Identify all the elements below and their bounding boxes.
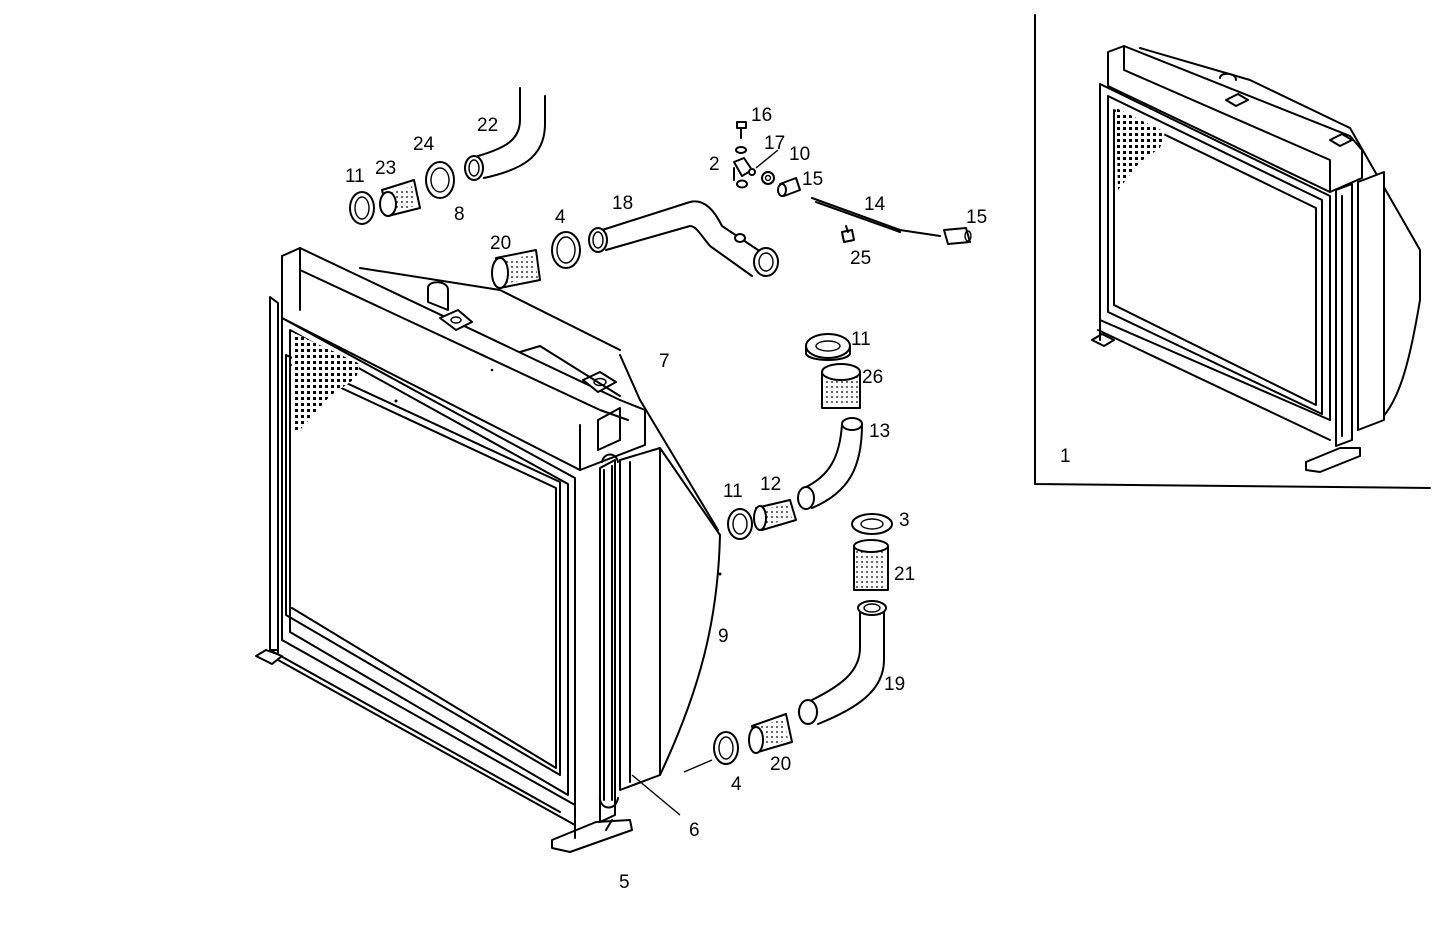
- part-label-18: 18: [612, 193, 633, 214]
- sensor-fitting-parts: [733, 121, 972, 245]
- part-label-20-bottom: 20: [770, 754, 791, 775]
- part-label-15-right: 15: [966, 207, 987, 228]
- inset-complete-radiator: [1034, 14, 1431, 489]
- part-label-21: 21: [894, 564, 915, 585]
- upper-hose-parts: [349, 87, 546, 225]
- part-label-6: 6: [689, 820, 700, 841]
- part-label-5: 5: [619, 872, 630, 893]
- part-label-8: 8: [454, 204, 465, 225]
- part-labels: 1 2 3 4 4 5 6 7 8 9 10 11 11 11 12 13 14…: [345, 105, 1071, 893]
- middle-hose-parts: [727, 333, 863, 540]
- part-label-4-top: 4: [555, 207, 566, 228]
- part-label-26: 26: [862, 367, 883, 388]
- part-label-19: 19: [884, 674, 905, 695]
- part-label-25: 25: [850, 248, 871, 269]
- part-label-14: 14: [864, 194, 886, 215]
- part-label-2: 2: [709, 154, 720, 175]
- part-label-11-low: 11: [723, 481, 743, 502]
- part-label-22: 22: [477, 115, 498, 136]
- part-label-3: 3: [899, 510, 910, 531]
- lower-hose-parts: [713, 513, 893, 765]
- part-label-10: 10: [789, 144, 810, 165]
- part-label-17: 17: [764, 133, 785, 154]
- part-label-24: 24: [413, 134, 435, 155]
- part-label-11-top: 11: [345, 166, 365, 187]
- part-label-15-left: 15: [802, 169, 823, 190]
- part-label-1: 1: [1060, 446, 1071, 467]
- radiator-main: [255, 247, 722, 853]
- part-label-11-mid: 11: [851, 329, 871, 350]
- part-label-12: 12: [760, 474, 781, 495]
- part-label-9: 9: [718, 626, 729, 647]
- part-label-20-top: 20: [490, 233, 511, 254]
- top-hose-18-parts: [491, 200, 779, 289]
- part-label-23: 23: [375, 158, 396, 179]
- part-label-7: 7: [659, 351, 670, 372]
- part-label-13: 13: [869, 421, 890, 442]
- part-label-16: 16: [751, 105, 772, 126]
- part-label-4-bottom: 4: [731, 774, 742, 795]
